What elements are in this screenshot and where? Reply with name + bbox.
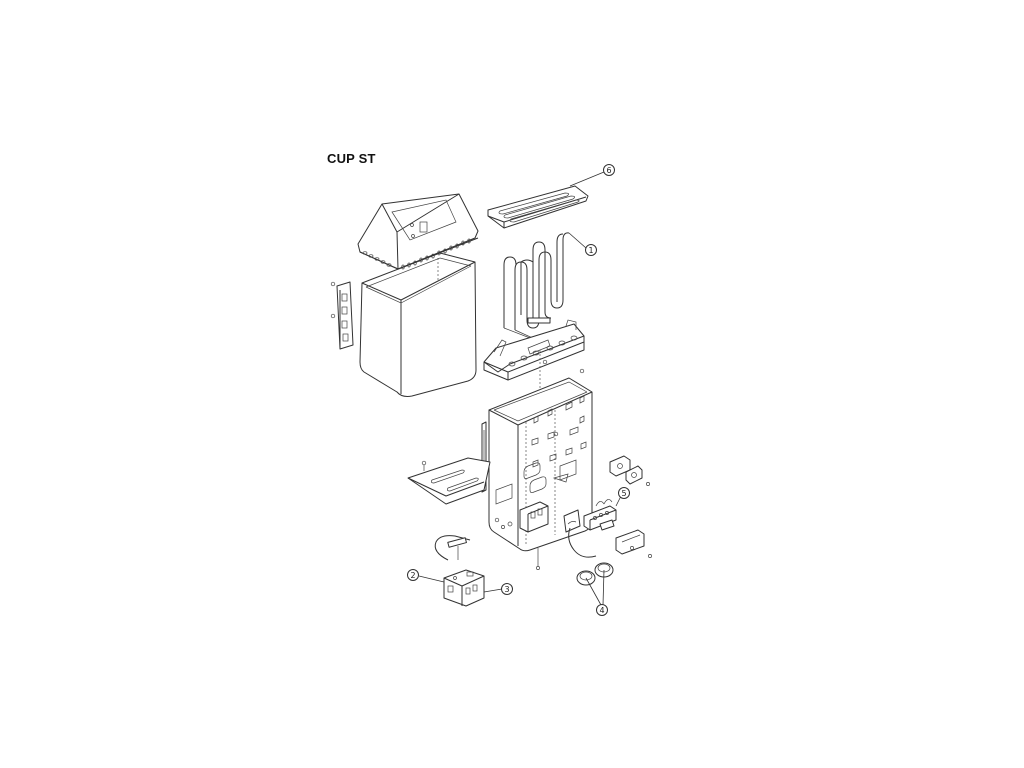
leader-lines: [418, 171, 622, 606]
thermostat-sensor: [434, 535, 471, 561]
control-wiring: [536, 527, 597, 570]
thermostat-relay-assembly: [443, 569, 485, 607]
stone-container-body: [359, 252, 477, 397]
callout-5: 5: [618, 487, 630, 499]
heating-elements: [503, 232, 570, 341]
callout-3: 3: [501, 583, 513, 595]
svg-text:5: 5: [621, 489, 626, 498]
svg-text:2: 2: [410, 571, 415, 580]
stone-grate: [487, 185, 589, 229]
cable-clamps: [609, 455, 650, 486]
callout-1: 1: [585, 244, 597, 256]
floor-plate: [407, 457, 491, 505]
diagram-title: CUP ST: [327, 151, 376, 166]
side-bracket: [330, 281, 354, 350]
callout-2: 2: [407, 569, 419, 581]
callout-4: 4: [596, 604, 608, 616]
svg-text:6: 6: [606, 166, 611, 175]
control-knobs: [576, 562, 614, 586]
terminal-block: [583, 499, 617, 531]
callout-6: 6: [603, 164, 615, 176]
heater-body: [488, 359, 593, 552]
svg-text:3: 3: [504, 585, 509, 594]
control-panel-cover: [615, 529, 652, 558]
svg-text:1: 1: [588, 246, 593, 255]
mounting-clip: [563, 509, 581, 533]
svg-text:4: 4: [599, 606, 604, 615]
element-mounting-plate: [483, 319, 585, 400]
stone-container-top: [357, 193, 479, 290]
body-contactor: [501, 501, 549, 533]
